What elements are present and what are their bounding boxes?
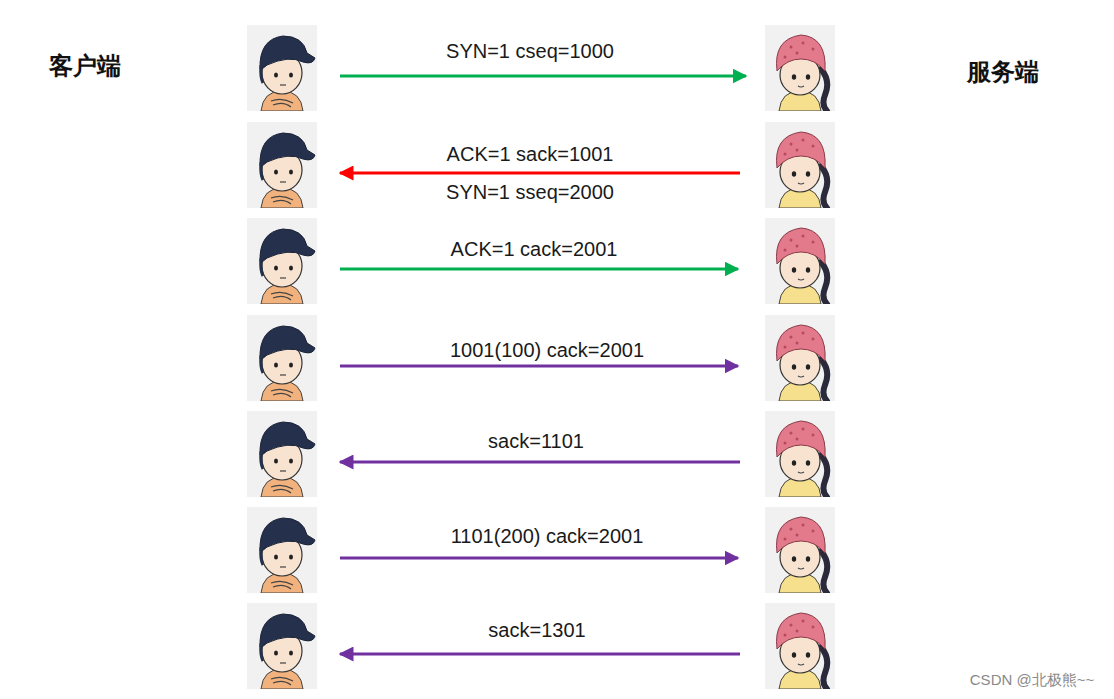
message-label: ACK=1 sack=1001 <box>447 142 614 166</box>
message-label: SYN=1 cseq=1000 <box>446 39 614 63</box>
message-label: SYN=1 sseq=2000 <box>446 180 614 204</box>
side-label: 服务端 <box>967 58 1039 87</box>
message-label: 1101(200) cack=2001 <box>451 524 644 548</box>
message-label: sack=1101 <box>488 429 584 453</box>
watermark: CSDN @北极熊~~ <box>970 671 1094 689</box>
message-arrows <box>340 76 746 654</box>
message-label: 1001(100) cack=2001 <box>450 338 644 362</box>
side-label: 客户端 <box>49 52 121 81</box>
server-avatars <box>765 25 835 689</box>
message-label: sack=1301 <box>488 618 585 642</box>
message-label: ACK=1 cack=2001 <box>451 237 618 261</box>
client-avatars <box>247 25 317 689</box>
